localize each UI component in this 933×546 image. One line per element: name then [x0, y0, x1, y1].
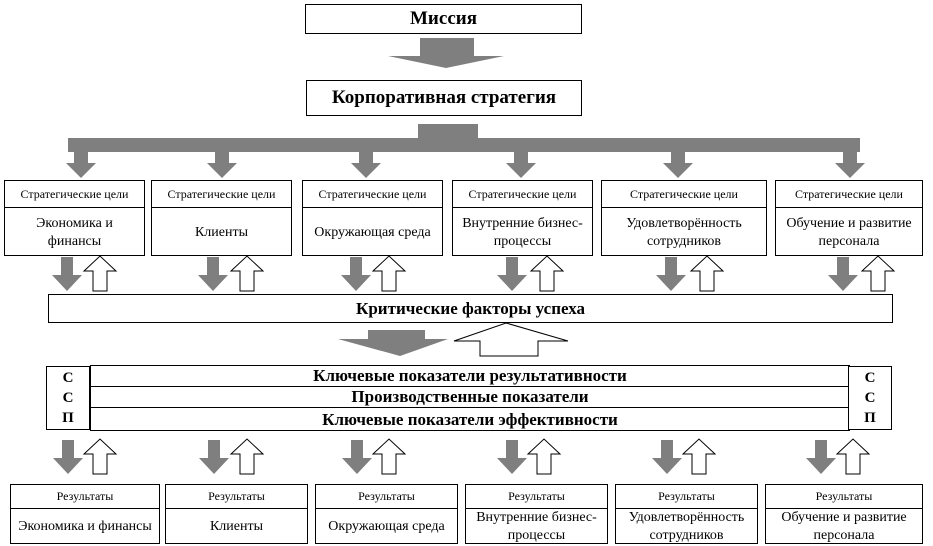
- goal-head: Стратегические цели: [152, 181, 291, 208]
- goal-box-processes: Стратегические цели Внутренние бизнес-пр…: [452, 180, 593, 256]
- strategy-box: Корпоративная стратегия: [306, 80, 582, 116]
- goal-box-economics: Стратегические цели Экономика и финансы: [4, 180, 145, 256]
- mission-label: Миссия: [410, 8, 477, 29]
- goal-arrow-3: [351, 150, 381, 178]
- pair-r5: [652, 438, 717, 475]
- csf-label: Критические факторы успеха: [356, 298, 585, 318]
- mission-to-strategy-arrow: [388, 38, 504, 68]
- ssp-letter: П: [864, 410, 876, 426]
- ssp-letter: С: [62, 370, 74, 386]
- goal-box-clients: Стратегические цели Клиенты: [151, 180, 292, 256]
- goal-arrow-2: [207, 150, 237, 178]
- goal-head: Стратегические цели: [776, 181, 922, 208]
- kpi-row-production: Производственные показатели: [90, 387, 850, 408]
- kpi-results-arrow-pairs: [53, 438, 871, 475]
- pair-2: [198, 255, 265, 292]
- kpi-frame: [90, 365, 850, 431]
- result-head: Результаты: [766, 485, 922, 509]
- pair-1: [52, 255, 118, 292]
- result-box-processes: Результаты Внутренние бизнес-процессы: [465, 484, 608, 544]
- goal-arrow-5: [663, 150, 693, 178]
- result-body: Обучение и развитие персонала: [781, 509, 907, 543]
- pair-4: [497, 255, 565, 292]
- result-body: Внутренние бизнес-процессы: [476, 509, 597, 543]
- result-box-learning: Результаты Обучение и развитие персонала: [765, 484, 923, 544]
- distribution-bar: [68, 138, 860, 152]
- goal-body: Экономика и финансы: [36, 216, 113, 249]
- goal-body: Клиенты: [194, 225, 249, 240]
- result-head: Результаты: [316, 485, 457, 509]
- goal-arrow-1: [66, 150, 96, 178]
- goal-body: Окружающая среда: [314, 225, 431, 240]
- mission-box: Миссия: [305, 4, 582, 34]
- result-body: Экономика и финансы: [18, 518, 152, 534]
- ssp-letter: С: [864, 370, 876, 386]
- csf-box: Критические факторы успеха: [48, 294, 893, 323]
- result-body: Клиенты: [209, 518, 264, 534]
- goal-head: Стратегические цели: [602, 181, 766, 208]
- goal-head: Стратегические цели: [303, 181, 442, 208]
- kpi-row-results: Ключевые показатели результативности: [90, 366, 850, 387]
- ssp-letter: П: [62, 410, 74, 426]
- pair-r4: [497, 438, 562, 475]
- pair-r1: [53, 438, 118, 475]
- ssp-right: С С П: [848, 366, 892, 430]
- result-body: Окружающая среда: [328, 518, 445, 534]
- goal-down-arrows: [66, 150, 865, 178]
- pair-r3: [342, 438, 407, 475]
- goal-head: Стратегические цели: [5, 181, 144, 208]
- pair-6: [828, 255, 896, 292]
- goal-box-environment: Стратегические цели Окружающая среда: [302, 180, 443, 256]
- goal-body: Удовлетворённость сотрудников: [626, 216, 742, 249]
- ssp-letter: С: [62, 390, 74, 406]
- result-body: Удовлетворённость сотрудников: [628, 509, 745, 543]
- pair-5: [656, 255, 725, 292]
- result-box-economics: Результаты Экономика и финансы: [10, 484, 160, 544]
- result-box-environment: Результаты Окружающая среда: [315, 484, 458, 544]
- result-head: Результаты: [616, 485, 757, 509]
- goal-body: Обучение и развитие персонала: [786, 216, 912, 249]
- pair-r6: [806, 438, 871, 475]
- result-head: Результаты: [166, 485, 307, 509]
- goal-head: Стратегические цели: [453, 181, 592, 208]
- goal-box-satisfaction: Стратегические цели Удовлетворённость со…: [601, 180, 767, 256]
- goal-arrow-6: [835, 150, 865, 178]
- csf-down-arrow: [338, 330, 448, 356]
- goal-box-learning: Стратегические цели Обучение и развитие …: [775, 180, 923, 256]
- csf-up-arrow: [453, 322, 569, 357]
- pair-3: [341, 255, 407, 292]
- result-head: Результаты: [466, 485, 607, 509]
- kpi-row-efficiency: Ключевые показатели эффективности: [322, 409, 618, 429]
- ssp-letter: С: [864, 390, 876, 406]
- result-box-satisfaction: Результаты Удовлетворённость сотрудников: [615, 484, 758, 544]
- pair-r2: [199, 438, 265, 475]
- goal-csf-arrow-pairs: [52, 255, 896, 292]
- goal-body: Внутренние бизнес-процессы: [462, 216, 583, 249]
- goal-arrow-4: [506, 150, 536, 178]
- strategy-trunk: [418, 124, 478, 138]
- ssp-left: С С П: [46, 366, 90, 430]
- strategy-label: Корпоративная стратегия: [331, 87, 557, 108]
- result-box-clients: Результаты Клиенты: [165, 484, 308, 544]
- result-head: Результаты: [11, 485, 159, 509]
